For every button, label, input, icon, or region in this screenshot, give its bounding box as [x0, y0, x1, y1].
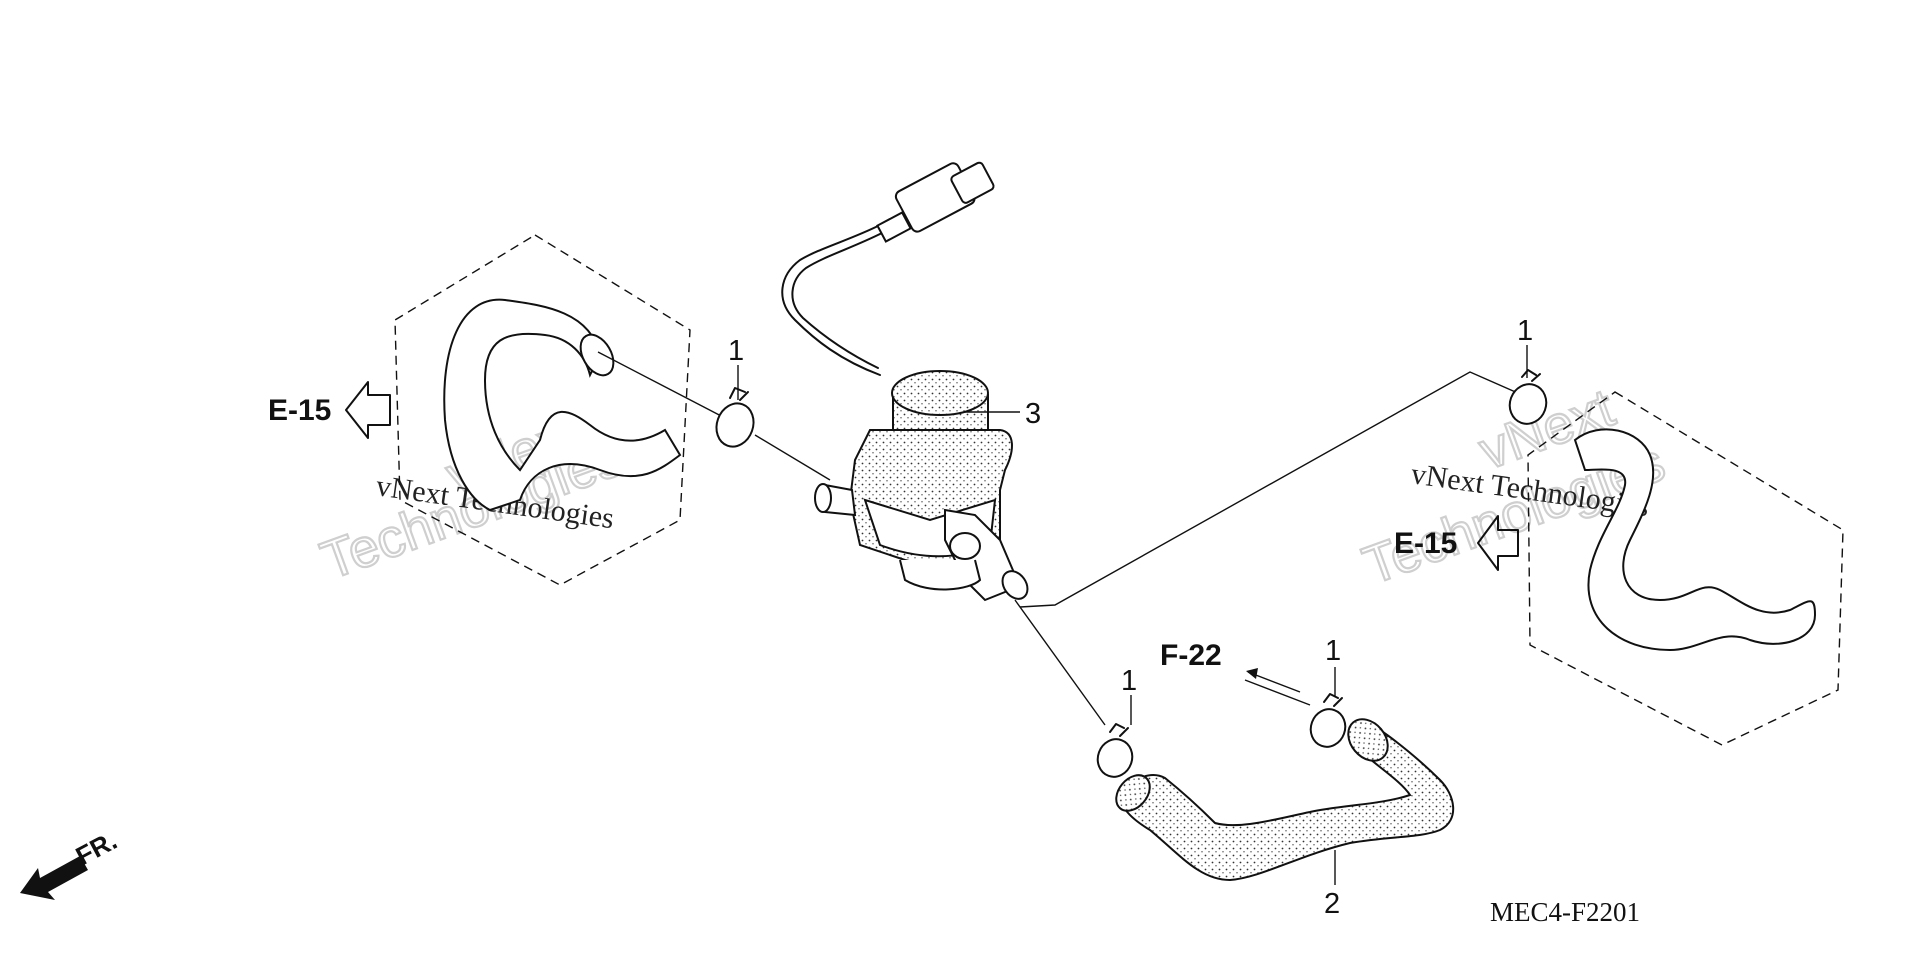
- ref-right: E-15: [1394, 515, 1519, 571]
- left-hose-end: [579, 333, 615, 377]
- right-hose-shape: [1573, 428, 1817, 652]
- front-direction: FR.: [20, 825, 122, 900]
- ref-right-label: E-15: [1394, 527, 1457, 560]
- ref-bottom: F-22: [1160, 639, 1301, 693]
- solenoid-valve: [781, 161, 1029, 602]
- callout-hose: 2: [1324, 888, 1340, 920]
- front-arrow-icon: [20, 856, 88, 900]
- callout-clamp-bottom-right: 1: [1325, 635, 1341, 667]
- ref-left: E-15: [268, 381, 391, 439]
- left-hose-group: [394, 234, 691, 586]
- connector: [876, 161, 995, 243]
- left-hose-shape: [443, 298, 682, 512]
- clamp-bottom-left: [1096, 723, 1134, 778]
- callout-valve: 3: [1025, 398, 1041, 430]
- ref-left-arrow-icon: [345, 381, 391, 439]
- valve-cap-top: [891, 370, 989, 416]
- right-hose-group: [1527, 391, 1844, 746]
- clamp-right: [1508, 369, 1548, 425]
- callout-clamp-right: 1: [1517, 315, 1533, 347]
- wire-harness: [781, 224, 881, 376]
- callout-clamp-bottom-left: 1: [1121, 665, 1137, 697]
- left-dashed-boundary: [394, 234, 691, 586]
- clamp-left: [715, 387, 755, 448]
- leader-lines: [597, 351, 1521, 726]
- callouts: 3 1 1 1 1 2: [728, 315, 1533, 920]
- ref-bottom-label: F-22: [1160, 639, 1222, 672]
- clamp-bottom-right: [1309, 693, 1347, 748]
- callout-clamp-left: 1: [728, 335, 744, 367]
- diagram-code: MEC4-F2201: [1490, 897, 1640, 927]
- ref-right-arrow-icon: [1477, 515, 1519, 571]
- bottom-hose: [1115, 718, 1455, 882]
- ref-left-label: E-15: [268, 394, 331, 427]
- right-dashed-boundary: [1527, 391, 1844, 746]
- bottom-hose-shape: [1120, 725, 1455, 882]
